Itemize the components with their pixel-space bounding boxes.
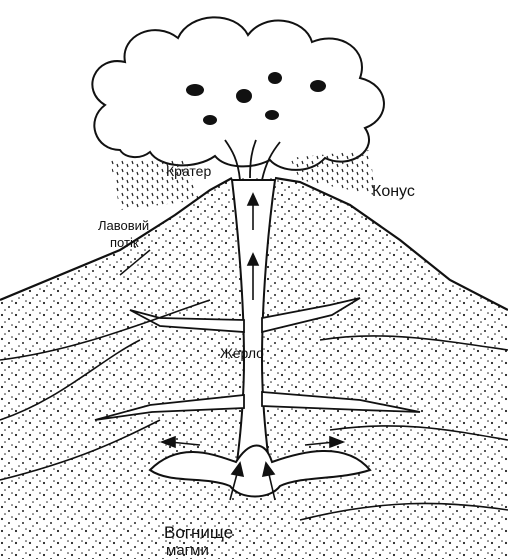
label-cone: Конус xyxy=(372,183,415,200)
label-lava-flow-line2: потік xyxy=(110,235,139,250)
label-magma-line2: магми xyxy=(166,542,209,559)
label-vent: Жерло xyxy=(220,345,264,361)
label-crater: Кратер xyxy=(166,163,211,179)
label-magma-line1: Вогнище xyxy=(164,523,233,542)
label-lava-flow-line1: Лавовий xyxy=(98,218,149,233)
